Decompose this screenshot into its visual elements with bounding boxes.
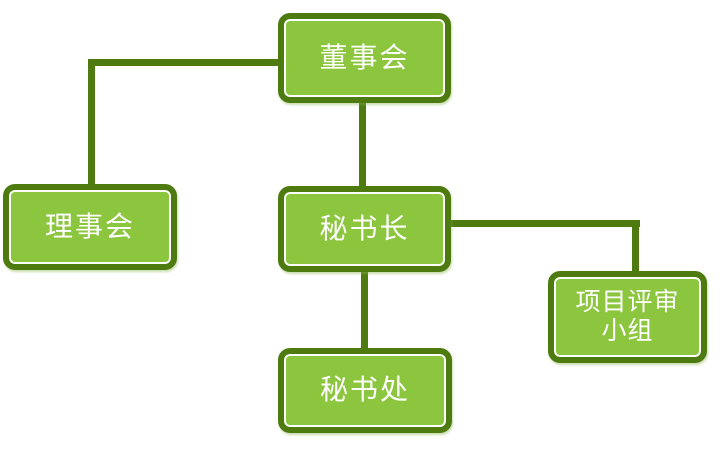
node-label: 秘书长 <box>319 212 410 244</box>
connector-board-to-council-horizontal <box>88 59 278 66</box>
node-label-line-1: 项目评审 <box>575 288 680 317</box>
node-council: 理事会 <box>3 184 177 270</box>
connector-board-to-council-vertical <box>88 59 95 184</box>
node-project-review-team: 项目评审 小组 <box>548 271 707 363</box>
connector-secretary-general-to-review-team-horizontal <box>451 220 640 227</box>
node-label-line-2: 小组 <box>601 317 654 345</box>
node-secretary-general: 秘书长 <box>278 186 451 272</box>
connector-secretary-general-to-secretariat <box>361 272 368 348</box>
connector-board-to-secretary-general <box>359 103 366 186</box>
connector-secretary-general-to-review-team-vertical <box>632 220 639 271</box>
node-label: 秘书处 <box>319 374 410 406</box>
node-board-of-directors: 董事会 <box>278 13 451 103</box>
node-secretariat: 秘书处 <box>278 348 452 433</box>
node-label: 理事会 <box>44 210 135 242</box>
node-label: 董事会 <box>319 41 410 73</box>
node-label: 项目评审 小组 <box>575 288 679 346</box>
